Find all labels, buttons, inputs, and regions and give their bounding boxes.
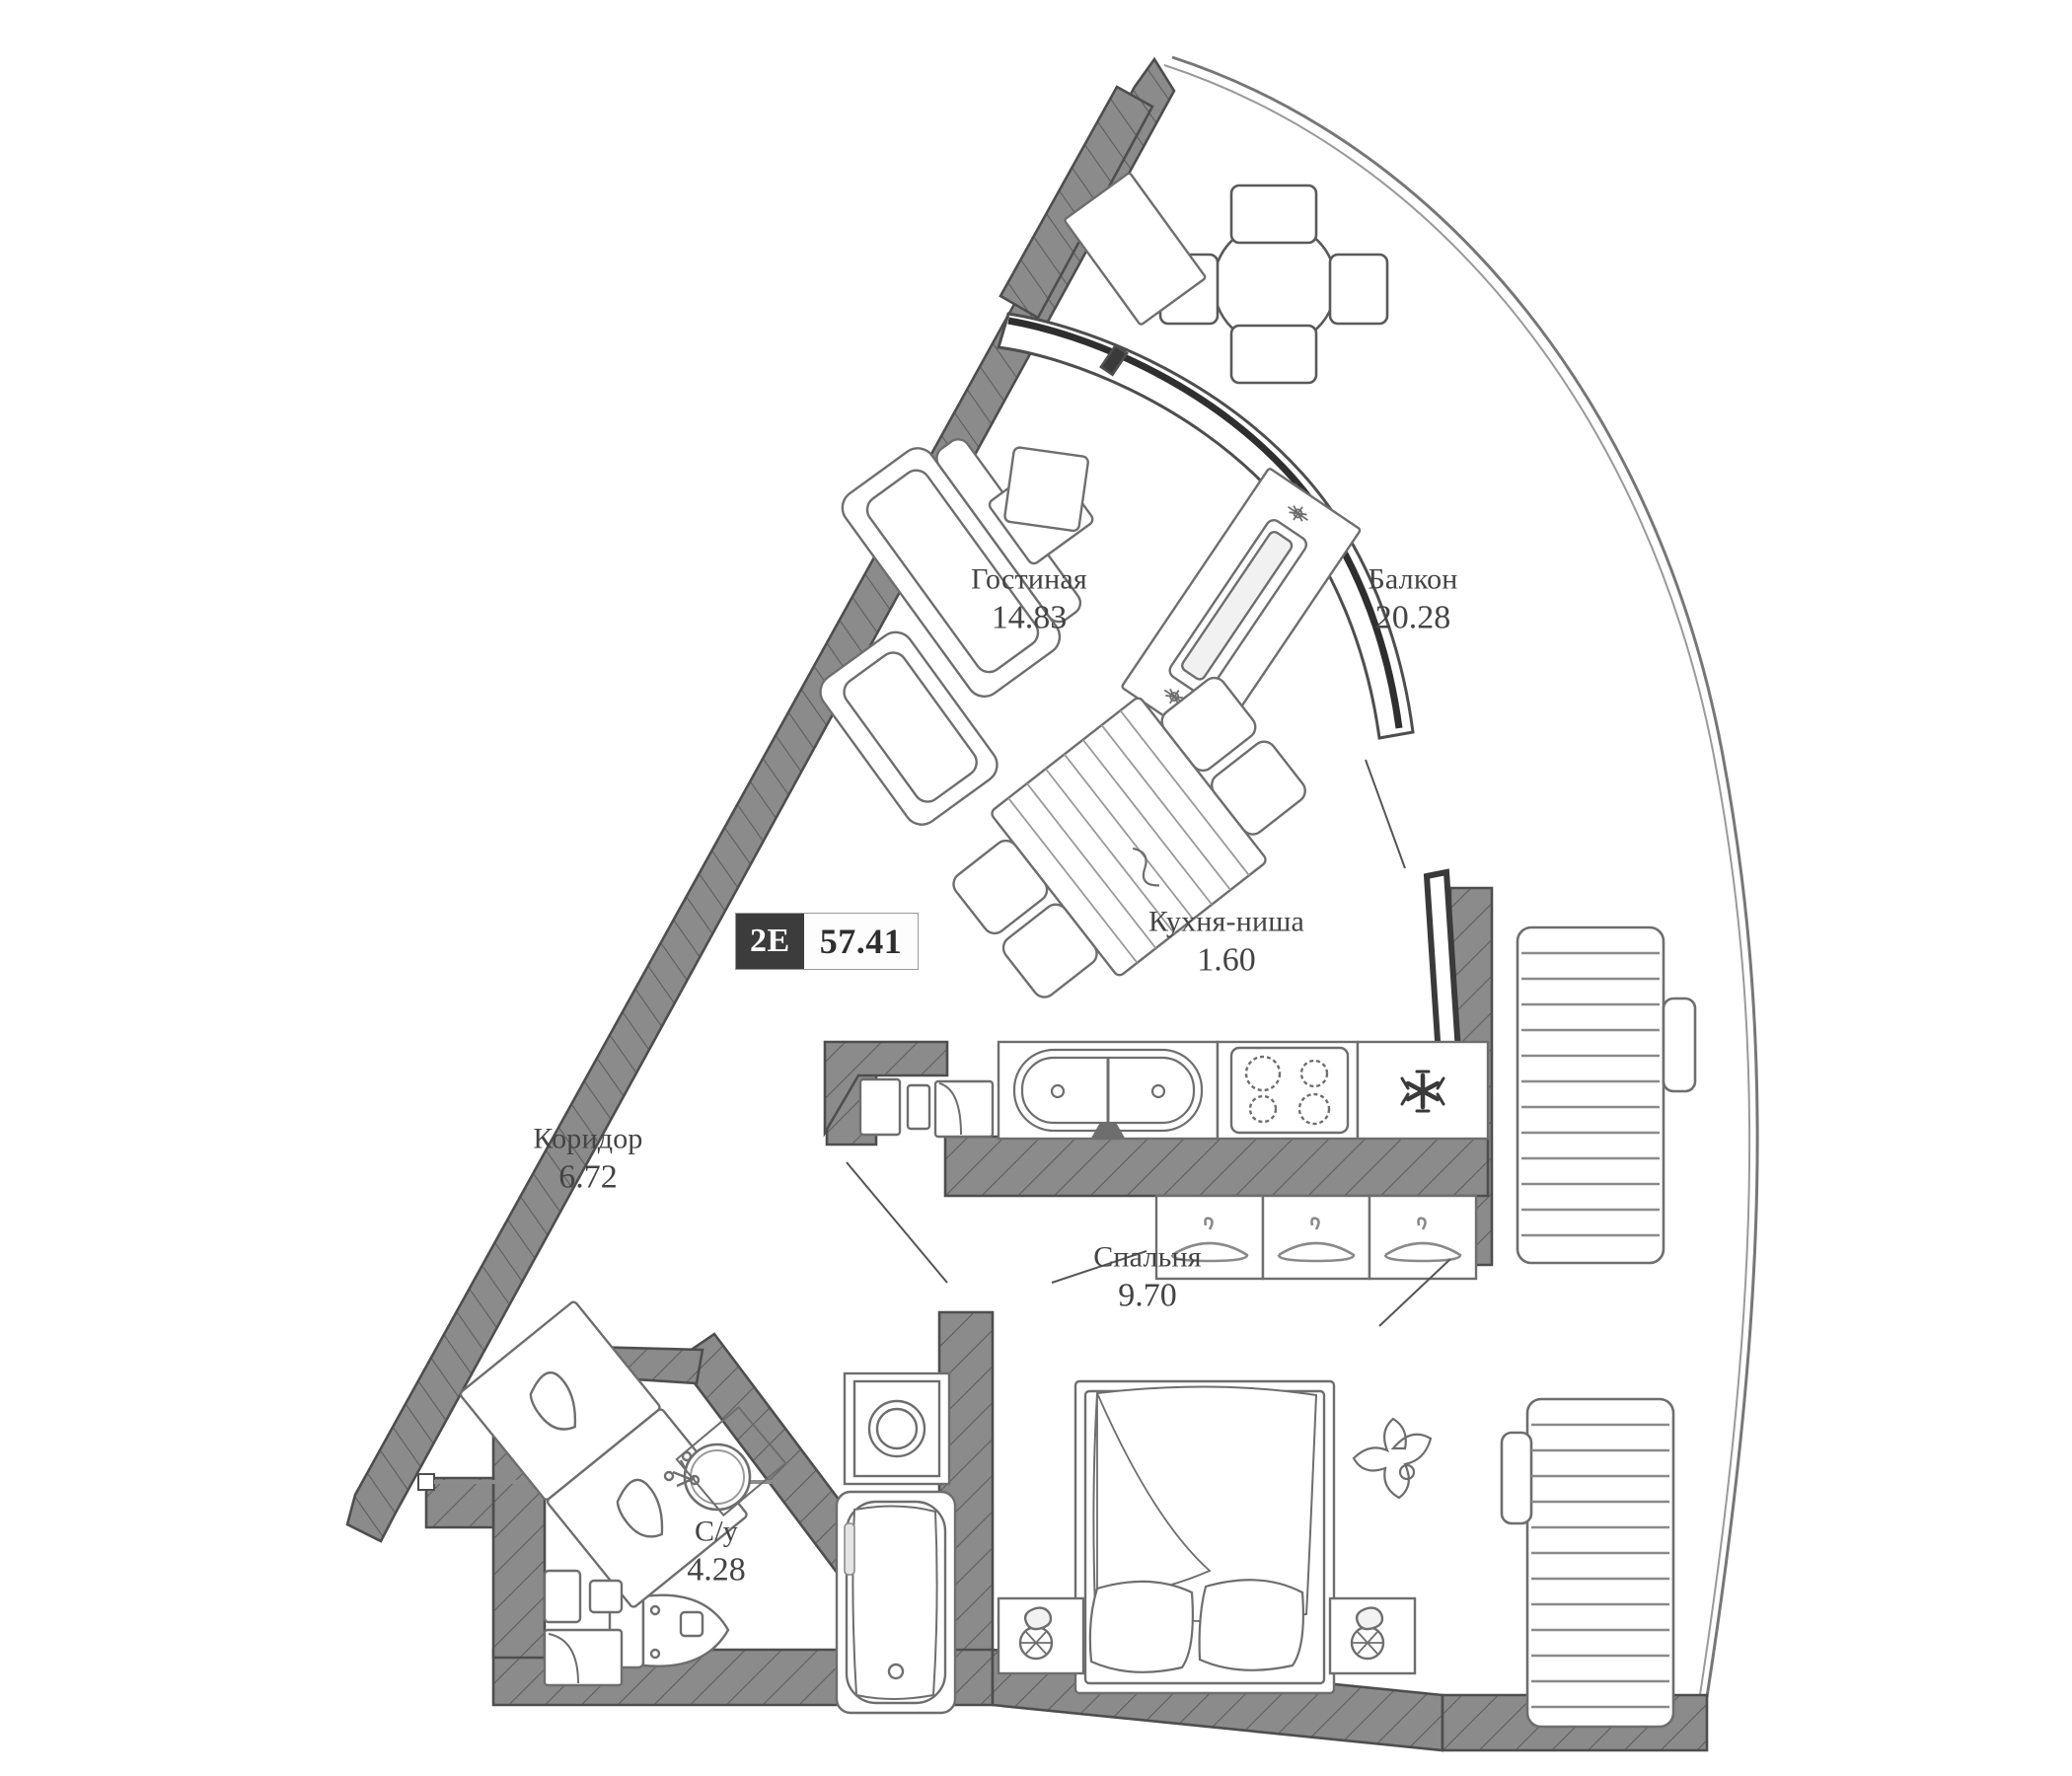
dining-table	[952, 676, 1306, 999]
refrigerator-icon	[1400, 1070, 1445, 1113]
washing-machine	[843, 1371, 951, 1486]
wardrobe-hangers	[1154, 1194, 1478, 1281]
bathtub	[835, 1490, 957, 1715]
sofa	[819, 438, 1094, 826]
sun-lounger-upper	[1516, 925, 1697, 1265]
sun-lounger-lower	[1500, 1397, 1675, 1729]
room-area-balcony: 20.28	[1374, 599, 1451, 636]
room-name-bedroom: Спальня	[1093, 1240, 1202, 1274]
room-area-bedroom: 9.70	[1118, 1277, 1177, 1314]
room-label-balcony: Балкон 20.28	[1368, 561, 1457, 638]
round-table	[1158, 184, 1389, 385]
wall-kitchen-south	[943, 1135, 1490, 1198]
stove-icon	[1229, 1046, 1350, 1135]
room-area-kitchen: 1.60	[1197, 941, 1256, 979]
room-name-kitchen: Кухня-ниша	[1147, 905, 1305, 938]
balcony-side-table	[1064, 172, 1207, 326]
wall-kitchen-nook	[823, 1040, 949, 1138]
bedroom-plant	[1352, 1417, 1433, 1500]
glazing-living	[1007, 317, 1403, 729]
room-name-balcony: Балкон	[1368, 562, 1458, 596]
room-name-bathroom: С/у	[695, 1515, 738, 1548]
room-name-living: Гостиная	[971, 562, 1087, 596]
apartment-type-badge: 2E 57.41	[735, 913, 920, 970]
nightstand-left	[997, 1596, 1085, 1675]
room-name-corridor: Коридор	[533, 1122, 643, 1155]
apartment-total-area: 57.41	[803, 914, 919, 969]
room-area-living: 14.83	[991, 599, 1068, 636]
wall-entry-jamb	[424, 1476, 495, 1529]
double-bed	[1073, 1379, 1336, 1695]
room-label-kitchen: Кухня-ниша 1.60	[1148, 904, 1304, 981]
apartment-type-label: 2E	[736, 914, 804, 969]
bathroom-wall-cabinet	[543, 1569, 624, 1687]
wall-north-upper	[999, 85, 1154, 320]
room-label-living: Гостиная 14.83	[971, 561, 1087, 638]
room-area-corridor: 6.72	[558, 1158, 618, 1196]
leader-lines	[846, 759, 1451, 1327]
room-label-bedroom: Спальня 9.70	[1093, 1239, 1202, 1316]
balcony-railing	[1163, 55, 1759, 1702]
room-label-bathroom: С/у 4.28	[687, 1514, 746, 1591]
round-mirror	[663, 1405, 787, 1517]
double-sink-icon	[1012, 1048, 1204, 1139]
room-area-bathroom: 4.28	[687, 1551, 746, 1589]
nightstand-right	[1328, 1596, 1417, 1675]
tv-console	[1121, 468, 1362, 750]
room-label-corridor: Коридор 6.72	[533, 1121, 642, 1198]
